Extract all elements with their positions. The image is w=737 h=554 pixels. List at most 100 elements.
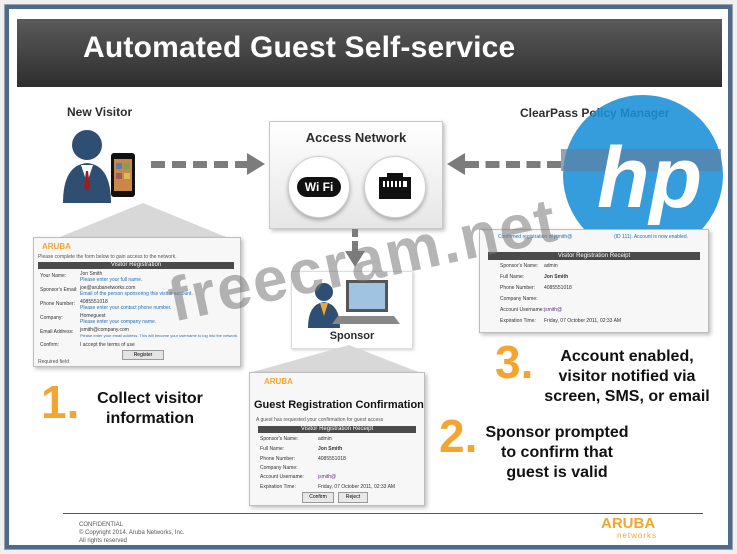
sponsor-form-intro: A guest has requested your confirmation … (256, 417, 384, 423)
arrow-clearpass-to-network (465, 161, 561, 168)
arrow-visitor-to-network (151, 161, 249, 168)
visitor-row-label: Phone Number: (40, 301, 76, 307)
clearpass-row-label: Account Username: (500, 307, 544, 313)
register-button[interactable]: Register (122, 350, 164, 360)
confirm-button[interactable]: Confirm (302, 492, 334, 503)
phone-number-field[interactable]: 4085551018 (80, 299, 108, 305)
sponsor-form-title: Guest Registration Confirmation (254, 399, 424, 411)
visitor-row-hint: Please enter your full name. (80, 277, 143, 283)
clearpass-row-label: Phone Number: (500, 285, 536, 291)
sponsor-row-value: admin (318, 436, 332, 442)
sponsor-laptop-icon (308, 280, 400, 328)
clearpass-notice-left: Confirmed registration of jsmith@ (498, 234, 573, 240)
footer-line: CONFIDENTIAL (79, 522, 124, 528)
footer-divider (63, 513, 703, 514)
clearpass-row-label: Company Name: (500, 296, 538, 302)
email-address-field[interactable]: jsmith@company.com (80, 327, 129, 333)
aruba-logo-sub: networks (617, 531, 658, 540)
visitor-row-label: Sponsor's Email: (40, 287, 78, 293)
clearpass-row-label: Sponsor's Name: (500, 263, 539, 269)
step-2-line: guest is valid (506, 464, 608, 481)
step-1-line: information (106, 410, 194, 427)
clearpass-row-value: Friday, 07 October 2011, 02:33 AM (544, 318, 622, 324)
sponsor-row-label: Full Name: (260, 446, 285, 452)
visitor-row-label: Company: (40, 315, 63, 321)
visitor-form-header: Visitor Registration (38, 262, 234, 269)
visitor-row-label: Your Name: (40, 273, 67, 279)
callout-triangle-2 (249, 345, 421, 373)
step-3-line: screen, SMS, or email (544, 388, 710, 405)
sponsor-row-label: Account Username: (260, 474, 304, 480)
step-1-number: 1. (41, 376, 80, 428)
new-visitor-label: New Visitor (67, 105, 133, 119)
reject-button[interactable]: Reject (338, 492, 368, 503)
hp-logo-icon: hp (561, 95, 723, 255)
step-3-text: Account enabled, visitor notified via sc… (529, 347, 725, 407)
visitor-row-label: Confirm: (40, 342, 59, 348)
guest-registration-confirmation: ARUBA Guest Registration Confirmation A … (249, 372, 425, 506)
sponsor-form-header: Visitor Registration Receipt (258, 426, 416, 433)
clearpass-row-value: Jon Smith (544, 274, 569, 280)
clearpass-receipt: Confirmed registration of jsmith@ (ID 11… (479, 229, 709, 333)
step-2-text: Sponsor prompted to confirm that guest i… (471, 423, 643, 483)
slide: Automated Guest Self-service New Visitor… (4, 4, 733, 550)
sponsor-email-field[interactable]: joe@arubanetworks.com (80, 285, 136, 291)
title-bar (17, 19, 722, 87)
ethernet-port-icon (379, 173, 411, 199)
footer-line: © Copyright 2014. Aruba Networks, Inc. (79, 530, 185, 536)
clearpass-row-value: jsmith@ (544, 307, 563, 313)
sponsor-row-value: Jon Smith (318, 446, 343, 452)
visitor-row-hint: Please enter your company name. (80, 319, 157, 325)
step-1-line: Collect visitor (97, 390, 203, 407)
clearpass-form-header: Visitor Registration Receipt (488, 252, 700, 260)
visitor-form-intro: Please complete the form below to gain a… (38, 254, 177, 260)
sponsor-label: Sponsor (329, 330, 375, 342)
sponsor-row-value: 4085551018 (318, 456, 346, 462)
sponsor-row-value: jsmith@ (318, 474, 337, 480)
step-1-text: Collect visitor information (85, 389, 215, 429)
clearpass-notice-right: (ID 111). Account is now enabled. (614, 234, 689, 240)
svg-text:hp: hp (597, 130, 702, 226)
sponsor-row-label: Expiration Time: (260, 484, 296, 490)
clearpass-row-label: Expiration Time: (500, 318, 536, 324)
clearpass-row-value: 4085551018 (544, 285, 572, 291)
visitor-row-hint: Please enter your contact phone number. (80, 305, 172, 311)
visitor-registration-form: ARUBA Please complete the form below to … (33, 237, 241, 367)
step-3-number: 3. (495, 336, 534, 388)
slide-title: Automated Guest Self-service (83, 31, 516, 64)
ethernet-circle (364, 156, 426, 218)
visitor-name-field[interactable]: Jon Smith (80, 271, 103, 277)
sponsor-box: Sponsor (291, 271, 413, 349)
footer-legal: CONFIDENTIAL © Copyright 2014. Aruba Net… (79, 521, 184, 545)
footer-line: All rights reserved (79, 538, 128, 544)
step-2-line: to confirm that (501, 444, 613, 461)
arrow-head-right-icon (247, 153, 265, 175)
sponsor-row-label: Sponsor's Name: (260, 436, 299, 442)
arrow-head-left-icon (447, 153, 465, 175)
aruba-logo: ARUBA (601, 515, 656, 532)
access-network-label: Access Network (305, 130, 407, 145)
visitor-person-icon (63, 130, 135, 203)
step-3-line: visitor notified via (558, 368, 696, 385)
callout-triangle-1 (55, 203, 231, 239)
clearpass-row-value: admin (544, 263, 558, 269)
step-2-number: 2. (439, 410, 478, 462)
visitor-form-logo: ARUBA (42, 242, 71, 251)
wifi-circle: Wi Fi (288, 156, 350, 218)
visitor-row-hint: Email of the person sponsoring this visi… (80, 291, 193, 297)
step-3-line: Account enabled, (560, 348, 694, 365)
sponsor-row-label: Company Name: (260, 465, 298, 471)
terms-checkbox[interactable]: I accept the terms of use (80, 342, 135, 348)
access-network-box: Access Network Wi Fi (269, 121, 443, 229)
visitor-row-hint: Please enter your email address. This wi… (80, 333, 239, 338)
sponsor-row-value: Friday, 07 October 2011, 02:33 AM (318, 484, 396, 490)
company-field[interactable]: Homeguest (80, 313, 106, 319)
visitor-row-label: Email Address: (40, 329, 74, 335)
sponsor-form-logo: ARUBA (264, 377, 293, 386)
sponsor-row-label: Phone Number: (260, 456, 296, 462)
required-field-note: Required field (38, 359, 69, 365)
arrow-down-icon (345, 229, 365, 267)
step-2-line: Sponsor prompted (485, 424, 629, 441)
wifi-icon: Wi Fi (297, 177, 341, 197)
clearpass-row-label: Full Name: (500, 274, 525, 280)
